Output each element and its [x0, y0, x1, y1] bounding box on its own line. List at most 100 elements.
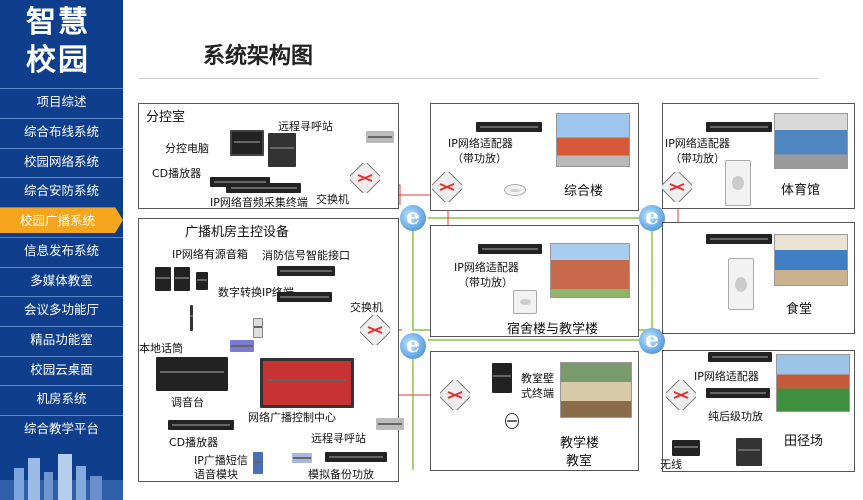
main-control-room-title: 广播机房主控设备 [185, 225, 290, 240]
logo-line-2: 校园 [26, 43, 90, 78]
speaker-right-icon[interactable] [174, 267, 190, 291]
complex-switch-icon[interactable] [432, 172, 462, 202]
control-center-screen[interactable] [260, 358, 354, 408]
nav-item-cloud-desktop[interactable]: 校园云桌面 [0, 356, 123, 382]
main-cd-player-icon[interactable] [168, 420, 234, 430]
skyline-image [0, 454, 123, 500]
audio-collector-icon[interactable] [226, 183, 301, 193]
nav-item-conference[interactable]: 会议多功能厅 [0, 296, 123, 322]
paging-station-icon[interactable] [366, 131, 394, 143]
speaker-small-icon[interactable] [196, 272, 208, 290]
cd-player-icon[interactable] [210, 177, 270, 187]
fire-interface-icon[interactable] [277, 266, 335, 276]
nav-item-overview[interactable]: 项目综述 [0, 88, 123, 114]
gym-adapter-label-1: IP网络适配器 [665, 137, 730, 150]
canteen-adapter-icon[interactable] [706, 234, 772, 244]
control-center-label: 网络广播控制中心 [248, 411, 336, 424]
microphone-icon[interactable] [190, 305, 193, 331]
field-switch-icon[interactable] [666, 380, 696, 410]
field-speaker-icon[interactable] [736, 438, 762, 466]
mixer-icon[interactable] [156, 357, 228, 391]
dorm-adapter-label-1: IP网络适配器 [454, 261, 519, 274]
logo: 智慧 校园 [0, 0, 123, 86]
wireless-receiver-icon[interactable] [672, 440, 700, 456]
sms-module-label-1: IP广播短信 [194, 454, 248, 467]
speaker-left-icon[interactable] [155, 267, 171, 291]
gym-speaker-icon[interactable] [725, 160, 751, 206]
complex-building-name: 综合楼 [564, 184, 604, 199]
gym-switch-icon[interactable] [662, 172, 692, 202]
main-switch-icon[interactable] [360, 315, 390, 345]
backup-amp-label: 模拟备份功放 [308, 468, 374, 481]
field-adapter-label: IP网络适配器 [694, 370, 759, 383]
classroom-photo [560, 362, 632, 418]
complex-adapter-label-2: （带功放） [452, 152, 507, 165]
digital-converter-label: 数字转换IP终端 [218, 286, 294, 299]
sidebar: 智慧 校园 项目综述 综合布线系统 校园网络系统 综合安防系统 校园广播系统 信… [0, 0, 123, 500]
classroom-switch-icon[interactable] [440, 380, 470, 410]
complex-adapter-label-1: IP网络适配器 [448, 137, 513, 150]
wireless-label: 无线 [660, 458, 682, 471]
headset-mic-icon[interactable] [505, 413, 519, 429]
canteen-name: 食堂 [786, 302, 813, 317]
dorm-adapter-icon[interactable] [478, 244, 542, 254]
page-title: 系统架构图 [203, 44, 314, 69]
sub-control-room-title: 分控室 [146, 110, 186, 125]
network-globe-icon-4 [639, 327, 665, 354]
main-cd-player-label: CD播放器 [169, 436, 219, 449]
phone-icon[interactable] [253, 318, 263, 338]
gsm-module-icon[interactable] [292, 453, 312, 463]
complex-adapter-icon[interactable] [476, 122, 542, 132]
classroom-terminal-label-2: 式终端 [521, 387, 554, 400]
gym-name: 体育馆 [781, 183, 821, 198]
nav-item-teaching-platform[interactable]: 综合教学平台 [0, 415, 123, 441]
digital-converter-icon[interactable] [277, 292, 332, 302]
main-paging-station-icon[interactable] [376, 418, 404, 430]
backup-amp-icon[interactable] [325, 452, 387, 462]
gym-adapter-icon[interactable] [706, 122, 772, 132]
classroom-terminal-icon[interactable] [492, 363, 512, 393]
nav-item-security[interactable]: 综合安防系统 [0, 177, 123, 203]
remote-station-label: 远程寻呼站 [278, 120, 333, 133]
classroom-building-name-1: 教学楼 [560, 436, 600, 451]
field-adapter-icon[interactable] [708, 352, 772, 362]
pc-label: 分控电脑 [165, 142, 209, 155]
network-globe-icon-2 [400, 332, 426, 359]
field-photo [776, 354, 850, 412]
ceiling-speaker-icon[interactable] [504, 184, 526, 196]
fire-interface-label: 消防信号智能接口 [262, 249, 350, 262]
sub-switch-label: 交换机 [316, 193, 349, 206]
wall-speaker-icon[interactable] [513, 290, 537, 314]
main-remote-station-label: 远程寻呼站 [311, 432, 366, 445]
nav-item-multimedia[interactable]: 多媒体教室 [0, 267, 123, 293]
dorm-building-photo [550, 243, 630, 298]
nav-item-cabling[interactable]: 综合布线系统 [0, 118, 123, 144]
field-amp-label: 纯后级功放 [708, 410, 763, 423]
gym-adapter-label-2: （带功放） [670, 152, 725, 165]
complex-building-photo [556, 113, 630, 167]
canteen-photo [774, 234, 848, 286]
switch-icon[interactable] [350, 163, 380, 193]
field-name: 田径场 [784, 434, 824, 449]
ip-collector-label: IP网络音频采集终端 [210, 196, 308, 209]
classroom-building-name-2: 教室 [566, 454, 593, 469]
sms-module-icon[interactable] [253, 452, 263, 474]
classroom-terminal-label-1: 教室壁 [521, 372, 554, 385]
dorm-adapter-label-2: （带功放） [458, 276, 513, 289]
monitor-icon[interactable] [230, 130, 264, 156]
main-switch-label: 交换机 [350, 301, 383, 314]
network-globe-icon-3 [639, 204, 665, 231]
nav-item-info-release[interactable]: 信息发布系统 [0, 237, 123, 263]
nav-item-network[interactable]: 校园网络系统 [0, 148, 123, 174]
nav-item-machine-room[interactable]: 机房系统 [0, 385, 123, 411]
ip-active-speaker-label: IP网络有源音箱 [172, 248, 248, 261]
cd-player-label: CD播放器 [152, 167, 202, 180]
canteen-speaker-icon[interactable] [728, 258, 754, 310]
main-control-room-box [138, 218, 399, 482]
router-icon[interactable] [230, 340, 254, 352]
nav-item-broadcast[interactable]: 校园广播系统 [0, 207, 115, 233]
sms-module-label-2: 语音模块 [194, 468, 238, 481]
nav-item-function-room[interactable]: 精品功能室 [0, 326, 123, 352]
pc-tower-icon[interactable] [268, 133, 296, 167]
field-amp-icon[interactable] [706, 388, 770, 398]
